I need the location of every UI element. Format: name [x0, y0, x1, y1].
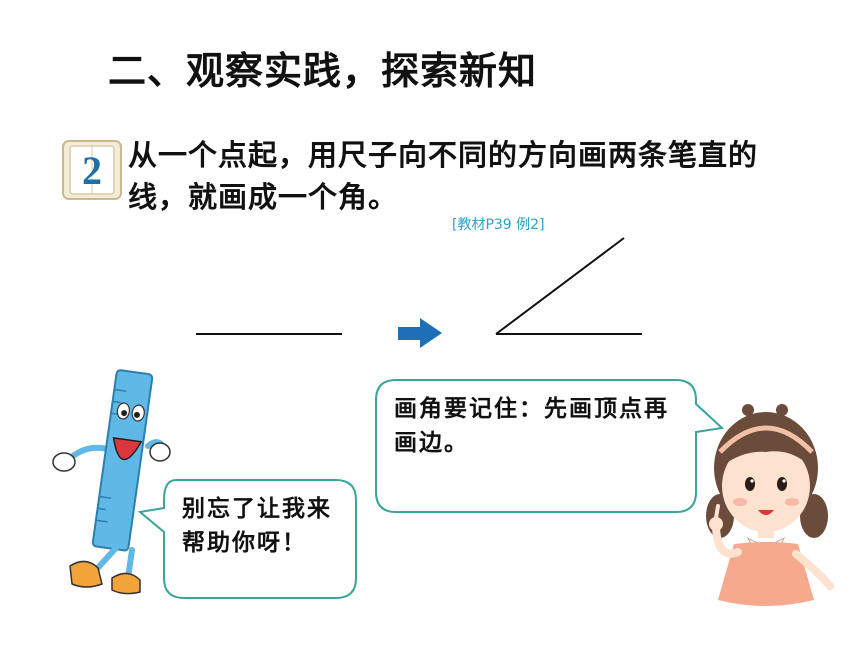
angle-ray-slanted	[495, 237, 625, 335]
ruler-speech-bubble	[137, 479, 357, 599]
ruler-bubble-text: 别忘了让我来帮助你呀！	[182, 496, 332, 556]
example-text: 从一个点起，用尺子向不同的方向画两条笔直的线，就画成一个角。	[128, 138, 759, 214]
badge-number: 2	[82, 148, 102, 193]
textbook-reference: [教材P39 例2]	[452, 217, 545, 233]
right-arrow-icon	[398, 318, 442, 348]
girl-speech-bubble	[375, 379, 725, 513]
girl-bubble-text: 画角要记住：先画顶点再画边。	[394, 396, 669, 456]
example-badge: 2	[62, 140, 122, 200]
page-title: 二、观察实践，探索新知	[108, 49, 538, 93]
